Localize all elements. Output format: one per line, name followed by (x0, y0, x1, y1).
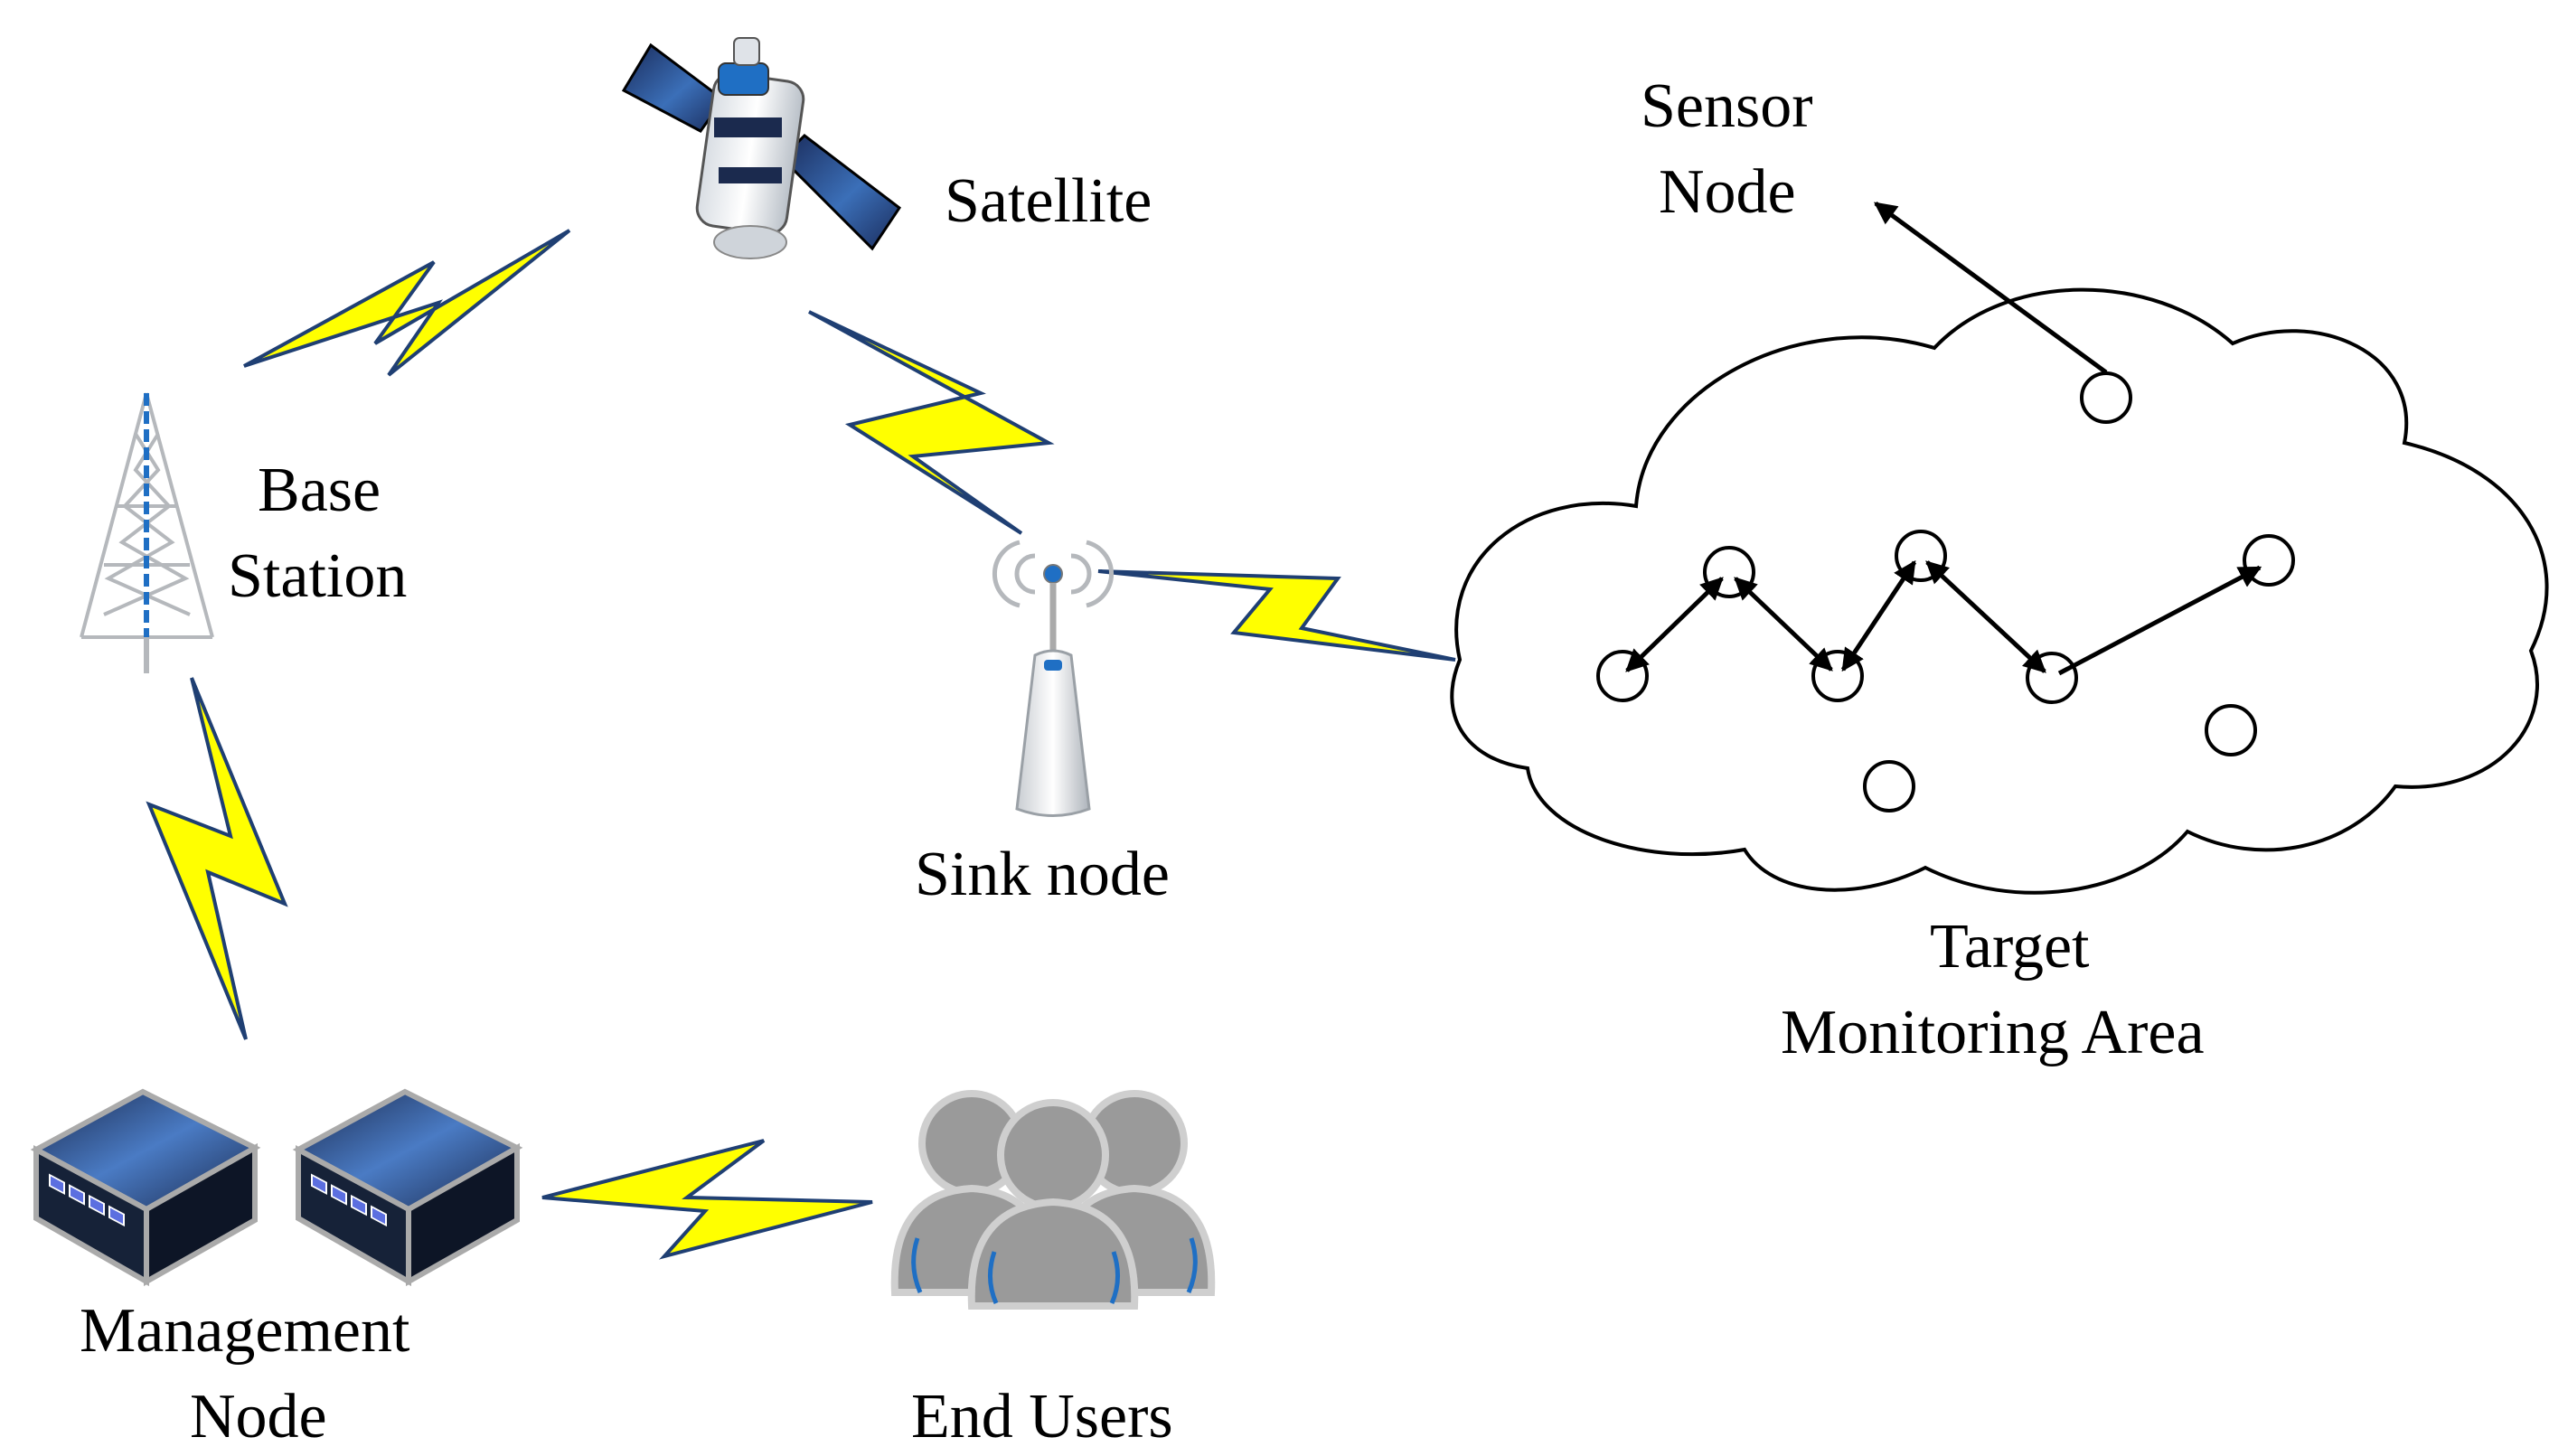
management-node-label-line1: Management (80, 1296, 410, 1366)
sensor-node-label-line1: Sensor (1641, 71, 1813, 141)
wireless-links (146, 229, 1456, 1260)
users-icon (890, 1090, 1216, 1310)
lightning-satellite-sink (808, 310, 1055, 535)
tower-icon (80, 392, 214, 673)
sensor-node-marker (2205, 704, 2257, 756)
sensor-node-marker (1863, 760, 1915, 813)
management-node-label-line2: Node (190, 1382, 327, 1451)
base-station-label-line1: Base (258, 456, 381, 525)
sensor-node-label-line2: Node (1659, 157, 1796, 227)
sink-node-label: Sink node (915, 840, 1170, 909)
end-users-label: End Users (911, 1382, 1173, 1451)
satellite-icon (621, 37, 902, 259)
base-station-label-line2: Station (228, 541, 407, 611)
server-icon (30, 1088, 261, 1287)
satellite-label: Satellite (945, 166, 1152, 236)
server-icon (292, 1088, 523, 1287)
target-area-label-line1: Target (1930, 912, 2090, 982)
lightning-sink-cloud (1097, 569, 1456, 662)
lightning-base-management (146, 677, 288, 1040)
cloud-shape (1450, 287, 2549, 895)
sensor-node-marker (2243, 534, 2295, 587)
lightning-base-satellite (243, 229, 571, 377)
target-area-label-line2: Monitoring Area (1781, 998, 2205, 1067)
router-icon (992, 540, 1115, 817)
routing-arrows (1625, 201, 2262, 676)
sensor-node-marker (2080, 371, 2132, 424)
lightning-management-users (541, 1139, 873, 1260)
